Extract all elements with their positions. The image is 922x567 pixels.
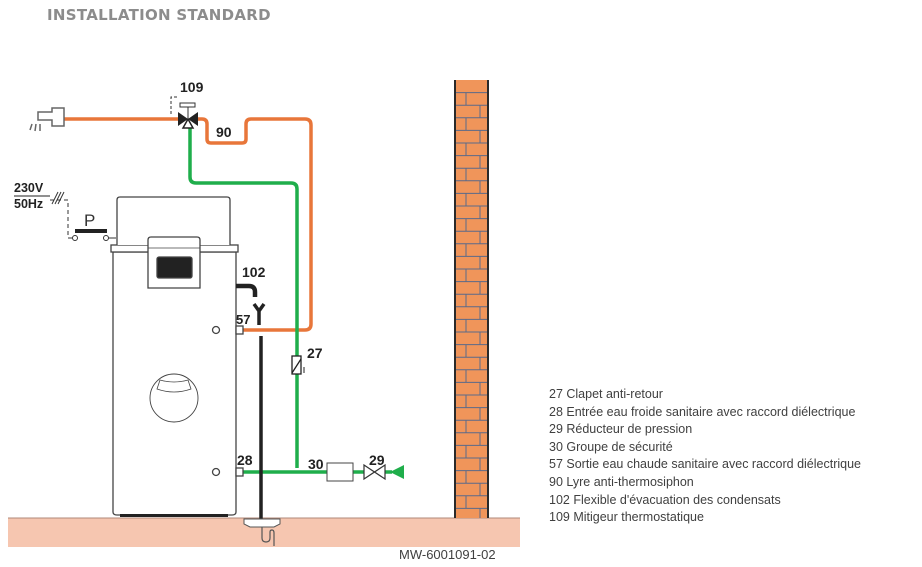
- brick-wall: [454, 80, 489, 518]
- hot-water-pipe: [64, 117, 313, 332]
- pressure-reducer-icon: [363, 463, 386, 481]
- svg-text:230V: 230V: [14, 181, 44, 195]
- mixer-label: 109: [180, 79, 204, 95]
- legend-item: 102 Flexible d'évacuation des condensats: [549, 492, 781, 507]
- cold-water-pipe: [188, 128, 392, 474]
- legend: 27 Clapet anti-retour 28 Entrée eau froi…: [549, 386, 861, 527]
- reference-code: MW-6001091-02: [399, 547, 496, 562]
- svg-text:102: 102: [242, 264, 266, 280]
- condensate-drain: [236, 283, 281, 546]
- diagram-title: INSTALLATION STANDARD: [47, 6, 271, 24]
- svg-text:90: 90: [216, 124, 232, 140]
- svg-text:29: 29: [369, 452, 385, 468]
- legend-item: 27 Clapet anti-retour: [549, 387, 663, 401]
- svg-text:27: 27: [307, 345, 323, 361]
- legend-item: 90 Lyre anti-thermosiphon: [549, 474, 694, 489]
- water-heater-tank: [110, 196, 244, 517]
- svg-text:30: 30: [308, 456, 324, 472]
- electrical-supply: 230V 50Hz: [14, 181, 74, 239]
- legend-item: 109 Mitigeur thermostatique: [549, 510, 704, 525]
- legend-item: 29 Réducteur de pression: [549, 422, 693, 437]
- svg-text:109: 109: [180, 79, 204, 95]
- cold-inlet-label: 28: [237, 452, 253, 468]
- drain-label: 102: [242, 264, 266, 280]
- check-valve-label: 27: [307, 345, 323, 361]
- water-inlet-arrow-icon: [390, 465, 404, 479]
- lyre-label: 90: [216, 124, 232, 140]
- safety-group-icon: [326, 462, 354, 482]
- pressure-reducer-label: 29: [369, 452, 385, 468]
- check-valve-icon: [291, 355, 305, 375]
- switch-icon: P: [72, 211, 116, 241]
- hot-outlet-label: 57: [236, 312, 250, 327]
- svg-text:50Hz: 50Hz: [14, 197, 43, 211]
- legend-item: 57 Sortie eau chaude sanitaire avec racc…: [549, 457, 861, 472]
- legend-item: 28 Entrée eau froide sanitaire avec racc…: [549, 404, 856, 419]
- thermostatic-mixer-icon: [170, 96, 198, 129]
- svg-text:P: P: [84, 211, 95, 230]
- tap-icon: [29, 107, 65, 132]
- svg-text:57: 57: [236, 312, 250, 327]
- svg-text:28: 28: [237, 452, 253, 468]
- safety-group-label: 30: [308, 456, 324, 472]
- legend-item: 30 Groupe de sécurité: [549, 439, 673, 454]
